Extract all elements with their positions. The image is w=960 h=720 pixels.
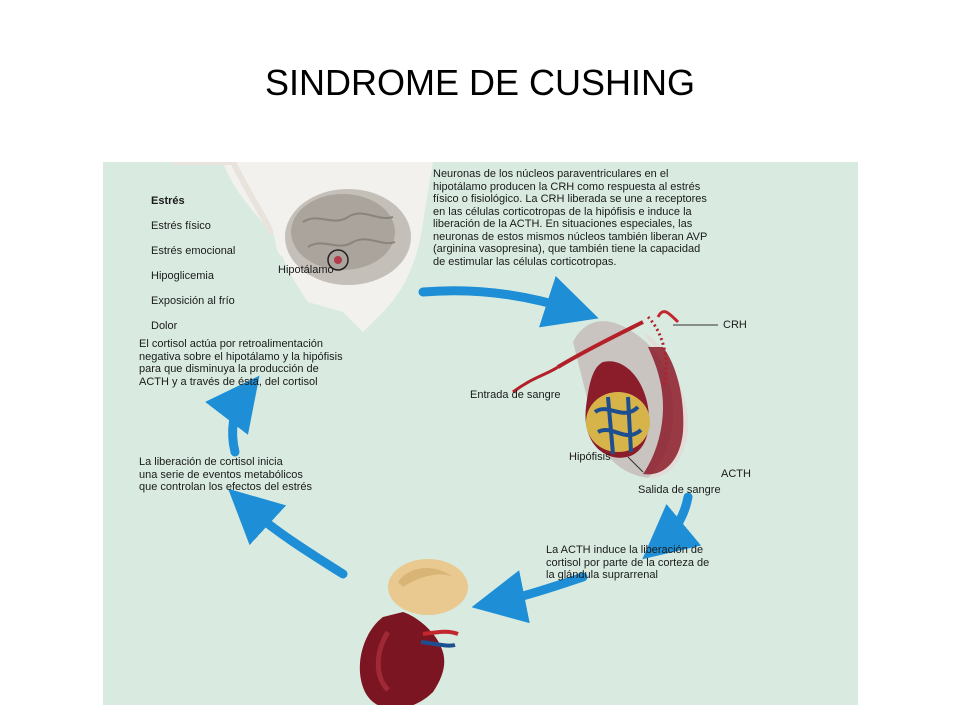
stress-item: Dolor <box>151 319 178 332</box>
label-blood-out: Salida de sangre <box>638 484 721 496</box>
brain-illustration <box>285 189 411 285</box>
label-pituitary: Hipófisis <box>569 451 611 463</box>
stress-item: Hipoglicemia <box>151 269 214 282</box>
diagram-artwork <box>173 162 718 705</box>
pituitary-illustration <box>512 310 718 479</box>
arrow-adrenal-to-effects <box>228 488 348 579</box>
text-neurons: Neuronas de los núcleos paraventriculare… <box>433 168 708 268</box>
label-crh: CRH <box>723 319 747 331</box>
cycle-arrows <box>205 275 702 624</box>
label-hypothalamus: Hipotálamo <box>278 264 334 276</box>
stress-item: Estrés físico <box>151 219 211 232</box>
label-blood-in: Entrada de sangre <box>470 389 561 401</box>
stress-list: Estrés Estrés físico Estrés emocional Hi… <box>151 182 235 345</box>
arrow-hypothalamus-to-pituitary <box>418 275 599 328</box>
diagram-panel: Estrés Estrés físico Estrés emocional Hi… <box>103 162 858 705</box>
arrow-pituitary-to-adrenal <box>642 492 702 560</box>
adrenal-kidney-illustration <box>359 559 468 705</box>
text-acth-induces: La ACTH induce la liberación de cortisol… <box>546 544 710 581</box>
page-title: SINDROME DE CUSHING <box>264 62 696 103</box>
text-feedback: El cortisol actúa por retroalimentación … <box>139 338 343 388</box>
stress-heading: Estrés <box>151 194 185 207</box>
stress-item: Estrés emocional <box>151 244 236 257</box>
stress-item: Exposición al frío <box>151 294 235 307</box>
label-acth: ACTH <box>721 468 751 480</box>
arrow-feedback <box>205 375 260 457</box>
arrow-acth-to-adrenal <box>471 570 588 624</box>
text-cortisol-release: La liberación de cortisol inicia una ser… <box>139 456 313 493</box>
